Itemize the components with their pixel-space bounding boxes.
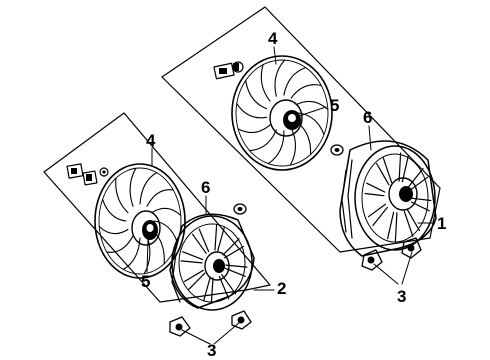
callout-mount-lower: 3: [207, 341, 216, 360]
fan-blade: [274, 59, 286, 97]
shroud-spoke: [366, 182, 386, 193]
fan-blade: [237, 124, 271, 134]
lower-mount-left: [169, 316, 191, 337]
fan-blade: [153, 220, 178, 244]
fan-blade: [115, 177, 129, 214]
shroud-spoke: [180, 260, 203, 264]
shroud-spoke: [367, 203, 387, 218]
shroud-spoke: [408, 167, 424, 188]
fan-blade: [122, 237, 141, 270]
callout-shroud-upper: 6: [363, 108, 372, 127]
shroud-spoke: [398, 152, 402, 182]
fan-blade: [106, 235, 134, 253]
upper-bolt-icon: [232, 61, 244, 73]
fan-blade: [245, 79, 268, 110]
lower-grommet: [233, 203, 247, 215]
fan-blade: [283, 67, 307, 96]
shroud-spoke: [222, 238, 240, 256]
shroud-spoke: [403, 210, 414, 237]
fan-blade: [236, 103, 268, 119]
upper-mount-right: [401, 237, 422, 259]
shroud-spoke: [382, 157, 393, 184]
callout-shroud-lower: 6: [201, 178, 210, 197]
callout-fan-upper: 4: [268, 29, 278, 48]
callout-assembly-upper: 1: [437, 214, 446, 233]
shroud-spoke: [183, 269, 204, 283]
lower-bolt-icon: [99, 167, 109, 177]
shroud-spoke: [198, 228, 210, 253]
shroud-spoke: [376, 162, 390, 186]
fan-blade: [290, 84, 322, 99]
shroud-spoke: [394, 212, 398, 242]
leader-lines: [146, 46, 435, 345]
upper-fan-blade-assembly: [231, 55, 333, 171]
lower-fan-shroud: [169, 213, 255, 311]
shroud-spoke: [214, 224, 218, 251]
shroud-spoke: [188, 272, 206, 290]
fan-blade: [260, 64, 271, 102]
lower-mount-right: [231, 310, 252, 330]
fan-blade: [102, 198, 127, 222]
shroud-spoke: [182, 251, 204, 261]
fan-blade: [139, 172, 158, 205]
upper-connector-clip: [213, 62, 235, 80]
shroud-spoke: [192, 233, 207, 254]
shroud-spoke: [217, 226, 225, 252]
callout-assembly-lower: 2: [277, 279, 286, 298]
lower-assembly-outline: [43, 112, 271, 303]
fan-blade: [289, 127, 297, 166]
upper-fan-shroud: [339, 140, 437, 257]
shroud-spoke: [218, 275, 230, 300]
fan-blade: [129, 167, 137, 207]
shroud-spoke: [364, 192, 385, 197]
fan-blade: [98, 225, 129, 235]
shroud-spoke: [224, 245, 245, 259]
callout-fan-lower: 4: [146, 131, 156, 150]
lower-fan-blade-assembly: [94, 163, 186, 279]
shroud-spoke: [372, 206, 388, 227]
fan-blade: [146, 189, 174, 207]
shroud-spoke: [387, 211, 395, 240]
upper-grommet: [330, 144, 344, 156]
fan-blade: [249, 129, 277, 152]
shroud-spoke: [406, 208, 420, 232]
shroud-spoke: [210, 277, 214, 304]
shroud-spoke: [409, 176, 429, 191]
shroud-spoke: [411, 197, 432, 202]
lower-connector-clip: [82, 170, 98, 186]
callout-motor-lower: 5: [141, 272, 150, 291]
callout-motor-upper: 5: [330, 96, 339, 115]
callout-mount-upper: 3: [397, 287, 406, 306]
fan-blade: [267, 130, 285, 165]
lower-clip-left: [66, 163, 84, 179]
fan-blade: [151, 207, 182, 217]
shroud-spoke: [203, 276, 211, 302]
